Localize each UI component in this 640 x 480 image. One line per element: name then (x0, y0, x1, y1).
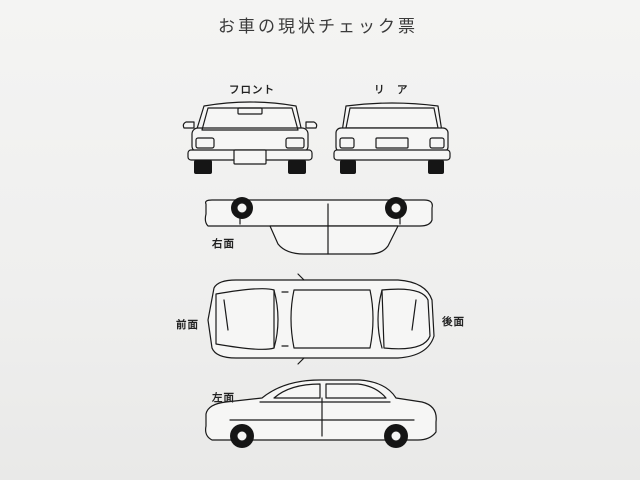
car-right-side-icon (204, 197, 433, 255)
label-rear-top: 後面 (442, 316, 465, 328)
label-left-side: 左面 (212, 392, 235, 404)
label-front-top: 前面 (176, 319, 199, 331)
car-top-view-icon (207, 273, 435, 365)
label-rear: リ ア (374, 84, 409, 96)
sheet-title: お車の現状チェック票 (218, 17, 418, 37)
label-front: フロント (229, 84, 275, 96)
car-rear-icon (333, 102, 451, 174)
car-left-side-icon (205, 379, 437, 448)
label-right-side: 右面 (212, 238, 235, 250)
car-front-icon (182, 101, 318, 174)
